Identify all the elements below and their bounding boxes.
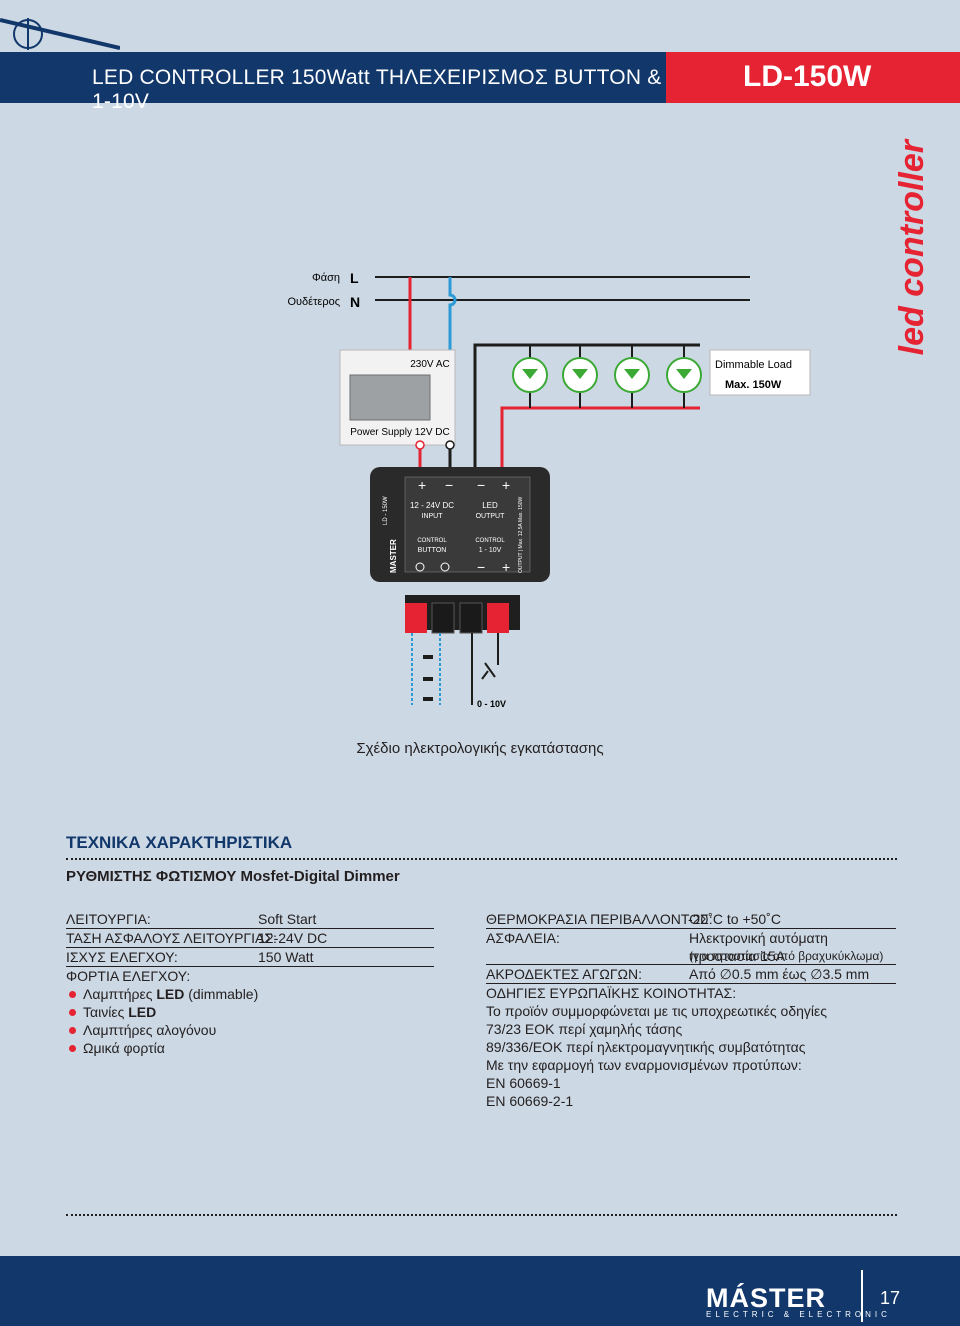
connector-red-2: [487, 603, 509, 633]
neutral-label: Ουδέτερος: [287, 296, 340, 308]
button-terminal-2: [440, 562, 450, 572]
power-value: 150 Watt: [258, 949, 314, 965]
section-title: ΤΕΧΝΙΚΑ ΧΑΡΑΚΤΗΡΙΣΤΙΚΑ: [66, 833, 293, 852]
output-sub: OUTPUT: [476, 513, 506, 520]
eu-line: EN 60669-2-1: [486, 1093, 574, 1109]
dim-minus: −: [477, 559, 485, 575]
loads-list: Λαμπτήρες LED (dimmable) Ταινίες LED Λαμ…: [66, 985, 434, 1057]
dimmer-icon: [481, 662, 496, 680]
spec-power-row: ΙΣΧΥΣ ΕΛΕΓΧΟΥ: 150 Watt: [66, 948, 434, 967]
fuse-note-row: (για προστασία από βραχυκύκλωμα): [486, 947, 896, 965]
input-sub: INPUT: [422, 513, 444, 520]
spec-function-row: ΛΕΙΤΟΥΡΓΙΑ: Soft Start: [66, 910, 434, 929]
device-minus-2: −: [477, 477, 485, 493]
connector-red-1: [405, 603, 427, 633]
connector-black-2: [459, 602, 483, 634]
eu-label: ΟΔΗΓΙΕΣ ΕΥΡΩΠΑΪΚΗΣ ΚΟΙΝΟΤΗΤΑΣ:: [486, 985, 737, 1001]
psu-plus-terminal: [415, 440, 425, 450]
specs-right: ΘΕΡΜΟΚΡΑΣΙΑ ΠΕΡΙΒΑΛΛΟΝΤΟΣ: -20˚C to +50˚…: [486, 910, 896, 1110]
dimmer-wires: [471, 633, 499, 705]
connector-black-1: [431, 602, 455, 634]
device-plus-1: +: [418, 477, 426, 493]
footer-separator: [861, 1270, 863, 1322]
dimmer-label: 0 - 10V: [477, 699, 506, 709]
control-1-10v-title: CONTROL: [475, 538, 505, 544]
max-label: Max. 150W: [725, 379, 782, 391]
fuse-label: ΑΣΦΑΛΕΙΑ:: [486, 930, 560, 946]
brand-tagline: ELECTRIC & ELECTRONIC: [706, 1310, 891, 1319]
header-model-bar: LD-150W: [666, 52, 960, 103]
control-button-title: CONTROL: [417, 538, 447, 544]
header-title: LED CONTROLLER 150Watt ΤΗΛΕΧΕΙΡΙΣΜΟΣ BUT…: [92, 66, 662, 113]
terminals-label: ΑΚΡΟΔΕΚΤΕΣ ΑΓΩΓΩΝ:: [486, 966, 642, 982]
eu-line: EN 60669-1: [486, 1075, 561, 1091]
eu-line: Με την εφαρμογή των εναρμονισμένων προτύ…: [486, 1057, 802, 1073]
voltage-value: 12-24V DC: [258, 930, 328, 946]
power-label: ΙΣΧΥΣ ΕΛΕΓΧΟΥ:: [66, 949, 178, 965]
button-wires: [411, 633, 441, 705]
voltage-label: ΤΑΣΗ ΑΣΦΑΛΟΥΣ ΛΕΙΤΟΥΡΓΙΑΣ:: [66, 930, 277, 946]
load-item: Ωμικά φορτία: [69, 1039, 434, 1057]
brand-logo: MÁSTER: [706, 1283, 826, 1313]
control-1-10v-sub: 1 - 10V: [479, 547, 502, 554]
diagram-caption: Σχέδιο ηλεκτρολογικής εγκατάστασης: [356, 740, 604, 757]
neutral-letter: N: [350, 294, 360, 310]
device-brand-vertical: MASTER: [389, 539, 398, 573]
power-supply-image: [349, 374, 431, 421]
psu-neutral-wire: [448, 277, 457, 350]
device-model-vertical: LD - 150W: [383, 496, 389, 525]
load-box: [709, 349, 811, 396]
button-terminal-1: [415, 562, 425, 572]
temp-value: -20˚C to +50˚C: [688, 911, 781, 927]
footer-bar: [0, 1256, 960, 1326]
header-title-bar: LED CONTROLLER 150Watt ΤΗΛΕΧΕΙΡΙΣΜΟΣ BUT…: [0, 52, 666, 113]
device-panel: [404, 476, 531, 573]
function-label: ΛΕΙΤΟΥΡΓΙΑ:: [66, 911, 151, 927]
function-value: Soft Start: [258, 911, 317, 927]
spec-terminals-row: ΑΚΡΟΔΕΚΤΕΣ ΑΓΩΓΩΝ: Από ∅0.5 mm έως ∅3.5 …: [486, 965, 896, 984]
temp-label: ΘΕΡΜΟΚΡΑΣΙΑ ΠΕΡΙΒΑΛΛΟΝΤΟΣ:: [486, 911, 713, 927]
load-item: Ταινίες LED: [69, 1003, 434, 1021]
corner-decoration: [0, 18, 120, 50]
psu-label: Power Supply 12V DC: [350, 427, 450, 438]
eu-line: Το προϊόν συμμορφώνεται με τις υποχρεωτι…: [486, 1003, 828, 1019]
divider-bottom: [66, 1214, 897, 1216]
phase-letter: L: [350, 270, 359, 286]
eu-line: 73/23 ΕΟΚ περί χαμηλής τάσης: [486, 1021, 683, 1037]
push-button-3: [423, 697, 433, 701]
fuse-value: Ηλεκτρονική αυτόματη προστασία 15A: [689, 930, 828, 964]
spec-voltage-row: ΤΑΣΗ ΑΣΦΑΛΟΥΣ ΛΕΙΤΟΥΡΓΙΑΣ: 12-24V DC: [66, 929, 434, 948]
load-item: Λαμπτήρες LED (dimmable): [69, 985, 434, 1003]
dim-plus: +: [502, 559, 510, 575]
push-button-1: [423, 655, 433, 659]
divider-top: [66, 858, 897, 860]
wiring-diagram: Φάση L Ουδέτερος N 230V AC Power Supply …: [287, 270, 811, 709]
terminals-value: Από ∅0.5 mm έως ∅3.5 mm: [689, 966, 870, 982]
spec-fuse-row: ΑΣΦΑΛΕΙΑ: Ηλεκτρονική αυτόματη προστασία…: [486, 929, 896, 964]
phase-label: Φάση: [312, 272, 340, 284]
device-minus-1: −: [445, 477, 453, 493]
load-label: Dimmable Load: [715, 359, 792, 371]
ac-label: 230V AC: [410, 359, 449, 370]
fuse-note: (για προστασία από βραχυκύκλωμα): [689, 949, 884, 963]
load-item: Λαμπτήρες αλογόνου: [69, 1021, 434, 1039]
control-button-sub: BUTTON: [418, 547, 447, 554]
side-category-text: led controller: [893, 140, 931, 356]
page-number: 17: [880, 1288, 901, 1308]
model-name: LD-150W: [743, 60, 872, 93]
device-output-vertical: OUTPUT | Max. 12,5A Max. 150W: [518, 496, 524, 573]
output-title: LED: [482, 501, 498, 510]
loads-label: ΦΟΡΤΙΑ ΕΛΕΓΧΟΥ:: [66, 968, 191, 984]
push-button-2: [423, 677, 433, 681]
subtitle: ΡΥΘΜΙΣΤΗΣ ΦΩΤΙΣΜΟΥ Mosfet-Digital Dimmer: [66, 868, 400, 885]
spec-temp-row: ΘΕΡΜΟΚΡΑΣΙΑ ΠΕΡΙΒΑΛΛΟΝΤΟΣ: -20˚C to +50˚…: [486, 910, 896, 929]
specs-left: ΛΕΙΤΟΥΡΓΙΑ: Soft Start ΤΑΣΗ ΑΣΦΑΛΟΥΣ ΛΕΙ…: [66, 910, 434, 1057]
input-title: 12 - 24V DC: [410, 501, 454, 510]
led-array: [512, 345, 702, 408]
device-plus-2: +: [502, 477, 510, 493]
led-minus-wire: [473, 343, 700, 510]
eu-line: 89/336/ΕΟΚ περί ηλεκτρομαγνητικής συμβατ…: [486, 1039, 806, 1055]
psu-minus-terminal: [445, 440, 455, 450]
